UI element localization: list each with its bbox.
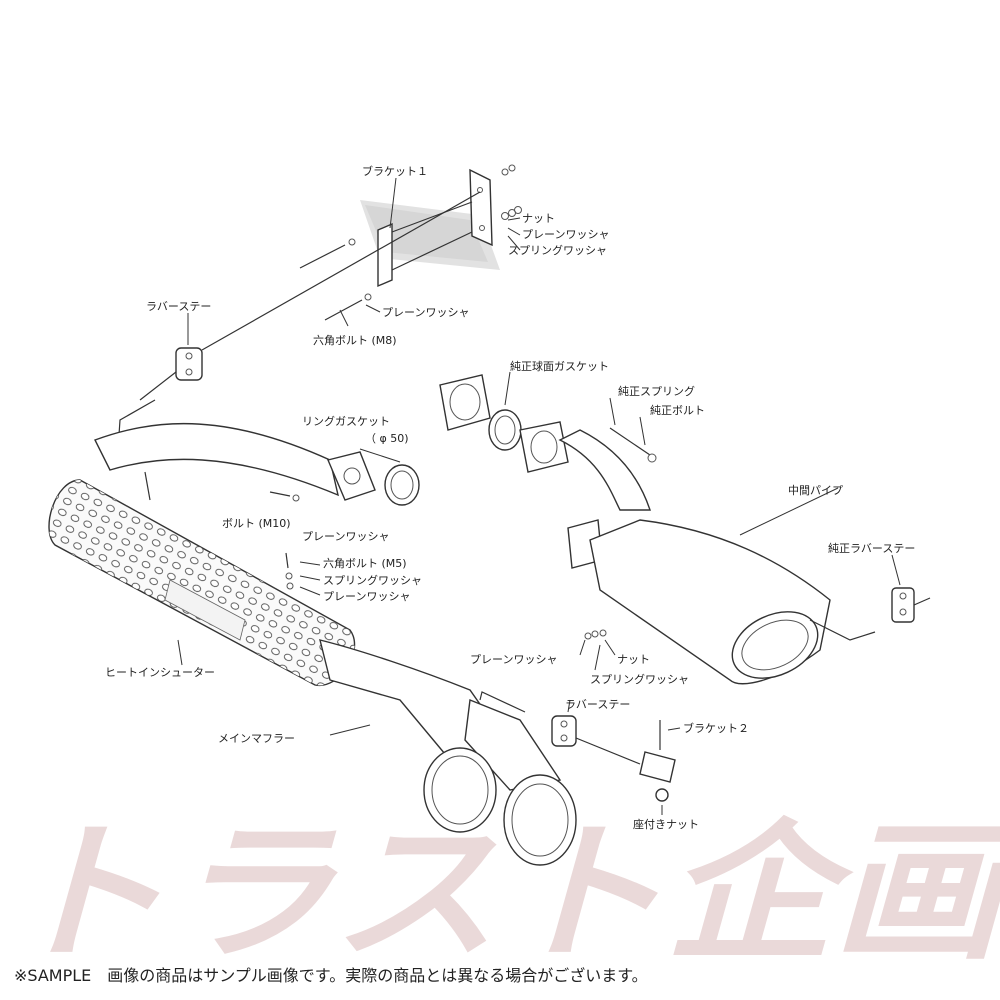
misc-hardware	[144, 471, 607, 640]
label-spring-washer-m5: スプリングワッシャ	[323, 573, 422, 587]
main-muffler	[319, 639, 577, 866]
genuine-rubber-stay	[891, 587, 931, 623]
bracket-1	[377, 168, 493, 288]
label-rubber-stay-right: ラバーステー	[565, 698, 630, 711]
label-genuine-rubber-stay: 純正ラバーステー	[828, 542, 915, 555]
label-genuine-spring: 純正スプリング	[618, 384, 695, 398]
label-plain-washer-mid: プレーンワッシャ	[470, 653, 557, 666]
label-bracket-1: ブラケット１	[362, 164, 428, 178]
rubber-stay-left	[139, 191, 481, 401]
label-spring-washer-mid: スプリングワッシャ	[590, 672, 689, 686]
label-hex-bolt-m8: 六角ボルト (M8)	[313, 334, 397, 347]
leader-lines	[177, 177, 901, 815]
label-mid-pipe: 中間パイプ	[788, 484, 843, 497]
rubber-stay-right	[551, 715, 641, 765]
label-plain-washer-top: プレーンワッシャ	[522, 228, 609, 241]
label-nut-top: ナット	[522, 212, 555, 225]
label-main-muffler: メインマフラー	[218, 732, 295, 745]
label-bracket-2: ブラケット２	[683, 721, 749, 735]
label-rubber-stay-left: ラバーステー	[146, 300, 211, 313]
footer-note: ※SAMPLE 画像の商品はサンプル画像です。実際の商品とは異なる場合がございま…	[14, 966, 648, 985]
label-plain-washer-m10: プレーンワッシャ	[302, 530, 389, 543]
label-spring-washer-top: スプリングワッシャ	[508, 243, 607, 257]
bracket1-hardware	[299, 164, 522, 321]
label-genuine-bolt: 純正ボルト	[650, 404, 705, 417]
label-bolt-m10: ボルト (M10)	[222, 517, 291, 530]
label-ring-gasket-size: （ φ 50)	[365, 432, 409, 445]
labels: ブラケット１ ナット プレーンワッシャ スプリングワッシャ プレーンワッシャ 六…	[105, 164, 915, 831]
watermark: トラスト企画	[0, 807, 1000, 981]
label-ring-gasket: リングガスケット	[302, 414, 390, 428]
label-plain-washer-m5: プレーンワッシャ	[323, 590, 410, 603]
watermark-text: トラスト企画	[0, 807, 1000, 981]
bracket-2	[639, 720, 676, 802]
genuine-gasket-group	[439, 374, 657, 473]
label-heat-insulator: ヒートインシューター	[105, 666, 215, 679]
label-flange-nut: 座付きナット	[633, 817, 699, 831]
heat-insulator	[48, 479, 356, 686]
label-plain-washer-m8: プレーンワッシャ	[382, 306, 469, 319]
label-hex-bolt-m5: 六角ボルト (M5)	[323, 557, 407, 570]
mid-pipe	[558, 429, 876, 685]
front-pipe	[94, 422, 420, 506]
label-genuine-gasket: 純正球面ガスケット	[510, 359, 609, 373]
label-nut-mid: ナット	[617, 653, 650, 666]
chassis-mount-shading	[360, 200, 500, 270]
